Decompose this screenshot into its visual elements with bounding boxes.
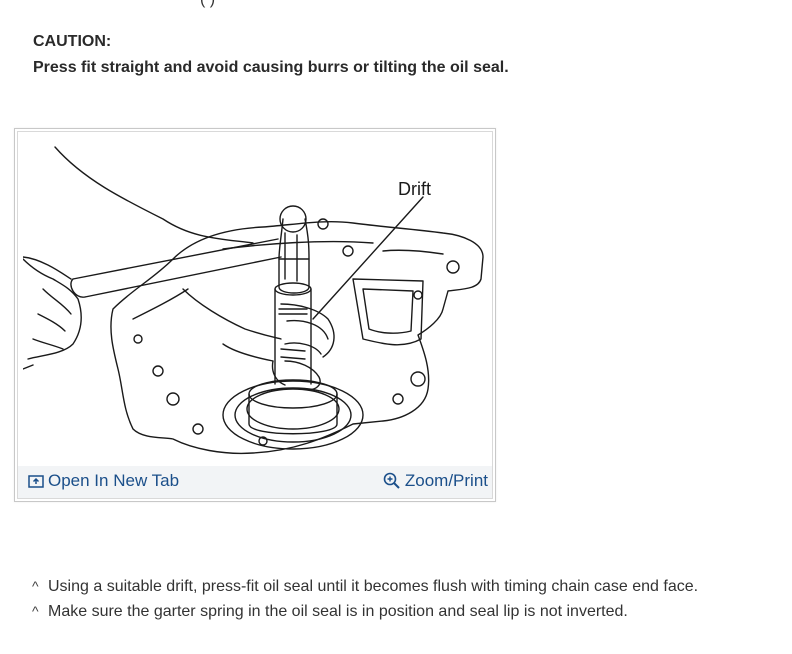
clipped-top-text: ( ): [200, 0, 215, 9]
drift-callout-label: Drift: [398, 179, 431, 199]
instruction-list: ^ Using a suitable drift, press-fit oil …: [32, 578, 698, 628]
list-item-text: Make sure the garter spring in the oil s…: [48, 603, 628, 620]
caution-title: CAUTION:: [33, 33, 112, 50]
list-item: ^ Make sure the garter spring in the oil…: [32, 603, 698, 628]
list-item-text: Using a suitable drift, press-fit oil se…: [48, 578, 699, 595]
bullet-marker: ^: [32, 578, 39, 594]
zoom-print-link[interactable]: Zoom/Print: [383, 471, 488, 491]
open-new-tab-icon: [28, 475, 44, 488]
bullet-marker: ^: [32, 603, 39, 619]
figure-footer-bar: Open In New Tab Zoom/Print: [18, 466, 492, 498]
zoom-in-icon: [383, 472, 400, 489]
open-in-new-tab-label: Open In New Tab: [48, 471, 180, 490]
caution-text: Press fit straight and avoid causing bur…: [33, 59, 509, 76]
oil-seal-install-illustration: Drift: [23, 146, 484, 455]
list-item: ^ Using a suitable drift, press-fit oil …: [32, 578, 698, 603]
open-in-new-tab-link[interactable]: Open In New Tab: [28, 471, 179, 491]
figure-frame: [17, 131, 493, 499]
figure-card: Drift Open In New Tab Zoom/Print: [14, 128, 496, 502]
zoom-print-label: Zoom/Print: [404, 471, 488, 490]
